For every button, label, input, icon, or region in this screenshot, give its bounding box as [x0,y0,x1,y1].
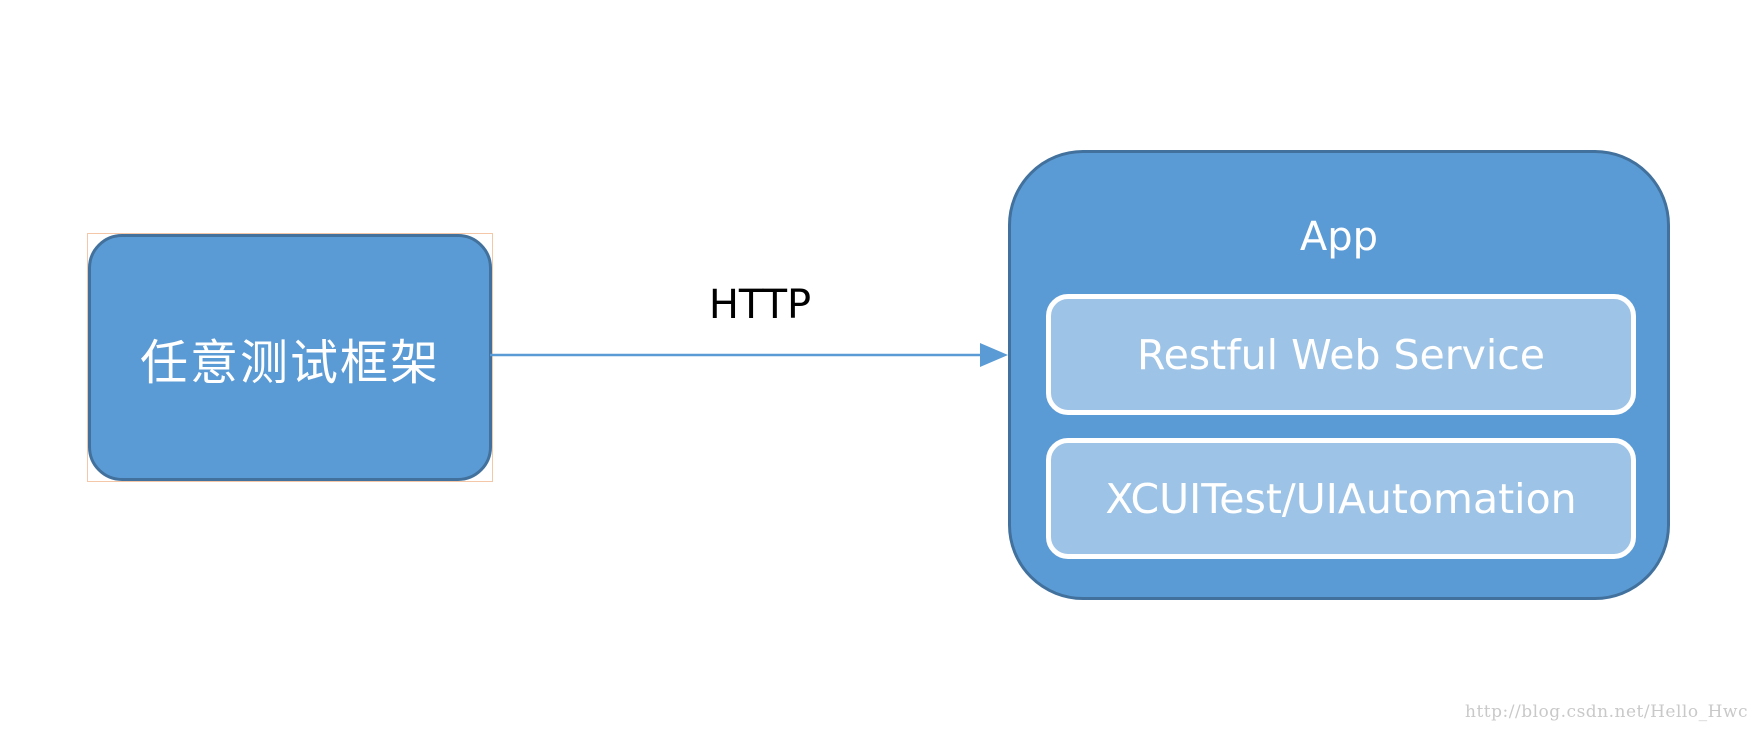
xcuitest-uiautomation-label: XCUITest/UIAutomation [1105,474,1577,523]
http-arrow-head [980,343,1008,367]
app-container[interactable]: App Restful Web Service XCUITest/UIAutom… [1008,150,1670,600]
restful-web-service-layer[interactable]: Restful Web Service [1046,294,1636,415]
client-selection-frame [87,233,493,482]
client-framework-box[interactable]: 任意测试框架 [88,234,492,481]
client-framework-label: 任意测试框架 [139,334,440,391]
restful-web-service-label: Restful Web Service [1136,330,1546,379]
http-label: HTTP [708,282,812,328]
http-arrow [490,343,1008,367]
xcuitest-uiautomation-layer[interactable]: XCUITest/UIAutomation [1046,438,1636,559]
watermark-text: http://blog.csdn.net/Hello_Hwc [1465,702,1748,722]
app-title: App [1299,214,1379,260]
